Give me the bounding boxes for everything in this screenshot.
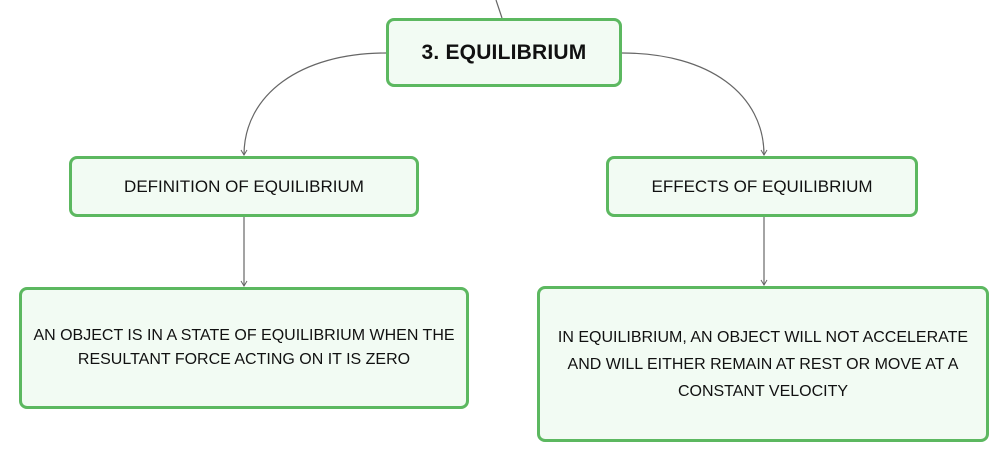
root-to-effects-connector xyxy=(621,52,768,156)
definition-node[interactable]: DEFINITION OF EQUILIBRIUM xyxy=(69,156,419,217)
definition-detail-text: AN OBJECT IS IN A STATE OF EQUILIBRIUM W… xyxy=(33,327,455,368)
definition-detail-node[interactable]: AN OBJECT IS IN A STATE OF EQUILIBRIUM W… xyxy=(19,287,469,409)
root-node[interactable]: 3. EQUILIBRIUM xyxy=(386,18,622,87)
root-to-definition-connector xyxy=(240,52,387,156)
effects-node-label: EFFECTS OF EQUILIBRIUM xyxy=(651,176,873,196)
parent-connector xyxy=(495,0,503,19)
effects-detail-node[interactable]: IN EQUILIBRIUM, AN OBJECT WILL NOT ACCEL… xyxy=(537,286,989,442)
root-node-label: 3. EQUILIBRIUM xyxy=(421,40,587,64)
effects-node[interactable]: EFFECTS OF EQUILIBRIUM xyxy=(606,156,918,217)
definition-node-label: DEFINITION OF EQUILIBRIUM xyxy=(124,176,364,196)
effects-detail-text: IN EQUILIBRIUM, AN OBJECT WILL NOT ACCEL… xyxy=(557,328,969,400)
